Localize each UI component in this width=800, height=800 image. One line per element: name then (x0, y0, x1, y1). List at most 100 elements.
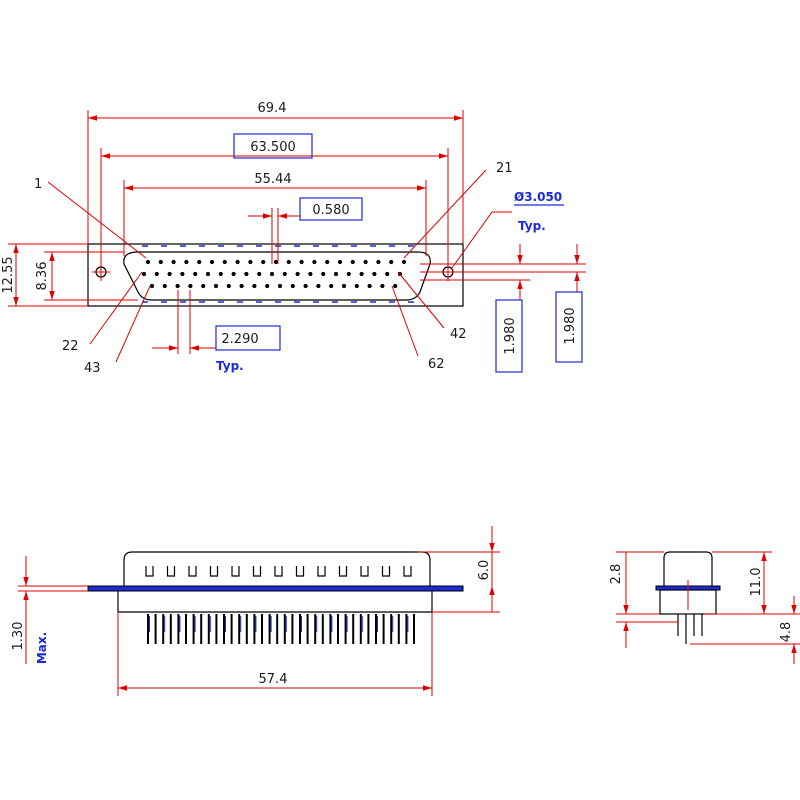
pin-contact (257, 271, 262, 277)
pin-contact (299, 259, 304, 265)
pin-contact (222, 259, 227, 265)
pin-contact (325, 259, 330, 265)
pin-contact (359, 271, 364, 277)
dim-end-top: 2.8 (609, 564, 624, 585)
pin-contact (197, 259, 202, 265)
pin-label-21: 21 (496, 161, 513, 176)
pin-contact (235, 259, 240, 265)
pin-contact (188, 283, 193, 289)
note-typ-pitch: Typ. (216, 359, 244, 373)
pin-contact (380, 283, 385, 289)
pin-label-42: 42 (450, 327, 467, 342)
pin-label-62: 62 (428, 357, 445, 372)
pin-contact (346, 271, 351, 277)
pin-contact (333, 271, 339, 277)
contact-slot (274, 566, 283, 577)
flange-outline (87, 243, 464, 307)
pin-contact (303, 283, 308, 289)
side-body-outline (123, 551, 431, 586)
pin-contact (341, 283, 347, 289)
contact-slot (381, 566, 391, 577)
pin-contact (389, 259, 394, 265)
end-body-outline (663, 551, 713, 586)
contact-slot (338, 566, 348, 577)
dim-pin-pitch: 2.290 (221, 332, 258, 347)
pin-label-43: 43 (84, 361, 101, 376)
dim-row-pitch-left: 1.980 (503, 317, 518, 354)
pin-contact (269, 271, 275, 277)
dim-end-height: 11.0 (749, 568, 764, 597)
dim-mount-spacing: 63.500 (250, 140, 296, 155)
pin-contact (290, 283, 295, 289)
pin-contact (376, 259, 381, 265)
pin-contact (316, 283, 321, 289)
pin-contact (175, 283, 180, 289)
note-typ-hole: Typ. (518, 219, 546, 233)
pin-contact (162, 283, 167, 289)
pin-contact (158, 259, 163, 265)
pin-contact (393, 283, 398, 289)
pin-legs (147, 614, 415, 644)
pin-contact (239, 283, 244, 289)
pin-contact (154, 271, 159, 277)
dim-shell-height: 8.36 (35, 262, 50, 291)
contact-slot (317, 566, 326, 577)
pin-contact (350, 259, 355, 265)
pin-contact (273, 259, 279, 265)
dim-pin-diameter: 0.580 (312, 203, 349, 218)
pin-contact (286, 259, 291, 265)
pin-contact (367, 283, 372, 289)
pin-contact (337, 259, 343, 265)
note-max: Max. (35, 632, 49, 664)
pin-contact (184, 259, 189, 265)
pin-contact (372, 271, 377, 277)
contact-slot (360, 566, 369, 577)
dim-flange-thickness: 1.30 (11, 622, 26, 651)
dim-side-length: 57.4 (259, 672, 288, 687)
end-pins (677, 614, 703, 644)
contact-slot (188, 566, 197, 577)
pin-contact (248, 259, 253, 265)
contact-slot (145, 566, 154, 577)
pin-contact (244, 271, 249, 277)
side-lower-body (117, 591, 433, 613)
pin-contact (149, 283, 155, 289)
pin-contact (329, 283, 334, 289)
pin-contact (209, 259, 215, 265)
top-view: 69.4 63.500 55.44 0.580 12.55 8.36 (1, 101, 586, 376)
side-view: 57.4 6.0 1.30 Max. (11, 526, 500, 696)
pin-contact (363, 259, 368, 265)
dim-overall-width: 69.4 (258, 101, 287, 116)
pin-contact (261, 259, 266, 265)
pin-contact (252, 283, 257, 289)
pin-contact (201, 283, 206, 289)
dim-flange-height: 12.55 (1, 256, 16, 293)
pin-contact (145, 259, 151, 265)
left-mount-hole (92, 263, 110, 281)
dim-side-height: 6.0 (477, 560, 492, 581)
pin-contact (231, 271, 236, 277)
pin-contact (193, 271, 198, 277)
contact-slot (209, 566, 219, 577)
pin-contact (282, 271, 287, 277)
pin-contact (312, 259, 317, 265)
contact-slot (295, 566, 305, 577)
dim-hole-diameter: Ø3.050 (514, 190, 562, 204)
pin-contact (401, 259, 407, 265)
contact-slot (166, 566, 176, 577)
pin-contact (218, 271, 223, 277)
pin-contact (171, 259, 176, 265)
pin-grid (141, 259, 407, 289)
pin-contact (385, 271, 390, 277)
contact-slot (231, 566, 240, 577)
pin-contact (213, 283, 219, 289)
pin-contact (265, 283, 270, 289)
pin-contact (354, 283, 359, 289)
side-flange (87, 585, 464, 592)
pin-contact (141, 271, 147, 277)
pin-contact (308, 271, 313, 277)
contact-slot (403, 566, 412, 577)
dim-shell-width: 55.44 (254, 172, 291, 187)
dim-row-pitch-right: 1.980 (563, 307, 578, 344)
pin-contact (321, 271, 326, 277)
